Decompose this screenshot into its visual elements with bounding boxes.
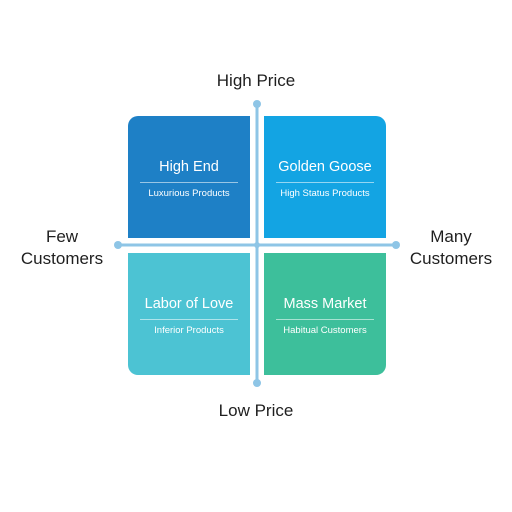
axis-endpoint-bottom <box>253 379 261 387</box>
quadrant-divider <box>276 182 374 183</box>
axis-center-point <box>254 242 260 248</box>
quadrant-subtitle: Habitual Customers <box>283 325 367 336</box>
axis-label-many-customers: Many Customers <box>392 226 510 270</box>
axis-label-high-price: High Price <box>216 71 296 90</box>
quadrant-subtitle: Inferior Products <box>154 325 224 336</box>
quadrant-subtitle: High Status Products <box>280 188 370 199</box>
quadrant-divider <box>140 182 238 183</box>
quadrant-title: Mass Market <box>283 296 367 312</box>
axis-label-low-price: Low Price <box>218 401 294 420</box>
axis-label-line: Customers <box>409 249 493 268</box>
axis-label-few-customers: Few Customers <box>6 226 118 270</box>
axis-endpoint-top <box>253 100 261 108</box>
axis-label-line: Customers <box>20 249 104 268</box>
quadrant-title: Labor of Love <box>144 296 234 312</box>
quadrant-title: High End <box>159 159 219 175</box>
quadrant-divider <box>140 319 238 320</box>
quadrant-labor-of-love: Labor of Love Inferior Products <box>128 253 250 375</box>
quadrant-subtitle: Luxurious Products <box>148 188 230 199</box>
quadrant-high-end: High End Luxurious Products <box>128 116 250 238</box>
axis-label-line: Few <box>45 227 79 246</box>
quadrant-title: Golden Goose <box>278 159 372 175</box>
axis-label-line: Many <box>430 227 472 246</box>
quadrant-divider <box>276 319 374 320</box>
quadrant-mass-market: Mass Market Habitual Customers <box>264 253 386 375</box>
quadrant-golden-goose: Golden Goose High Status Products <box>264 116 386 238</box>
